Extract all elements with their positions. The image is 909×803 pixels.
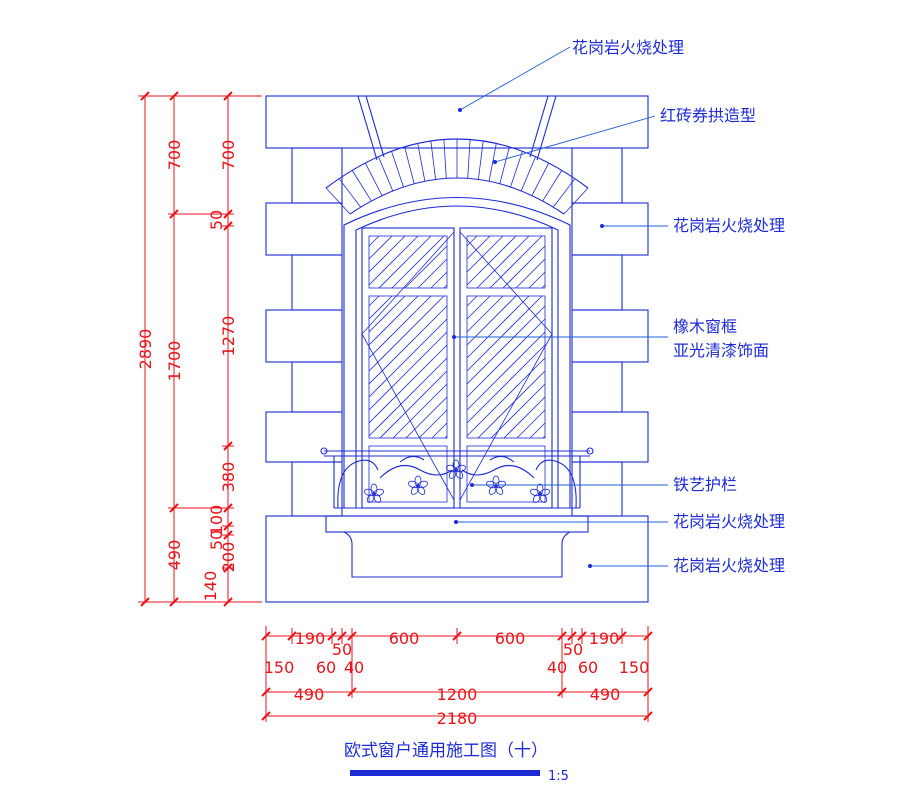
- callout-sill-granite: 花岗岩火烧处理: [673, 512, 785, 531]
- dim-row3-1: 1200: [437, 685, 478, 704]
- callouts: 花岗岩火烧处理 红砖券拱造型 花岗岩火烧处理 橡木窗框 亚光清漆饰面 铁艺护栏 …: [452, 38, 785, 575]
- callout-brick-arch: 红砖券拱造型: [660, 106, 756, 125]
- brick-arch: [325, 138, 589, 215]
- dim-1700: 1700: [165, 341, 184, 382]
- dim-140: 140: [201, 571, 220, 602]
- callout-frame-line2: 亚光清漆饰面: [673, 341, 769, 360]
- drawing-scale: 1:5: [548, 769, 569, 784]
- iron-railing: [320, 447, 594, 509]
- dim-row2-3: 40: [547, 658, 567, 677]
- dim-700-mid: 700: [165, 140, 184, 171]
- callout-frame-line1: 橡木窗框: [673, 317, 737, 336]
- title-underline: [350, 770, 540, 776]
- dim-row2-4: 60: [578, 658, 598, 677]
- dim-row2-5: 150: [619, 658, 650, 677]
- dim-row2-1: 60: [316, 658, 336, 677]
- dim-1270: 1270: [219, 316, 238, 357]
- window-sill: [325, 515, 589, 578]
- dim-row3-0: 490: [294, 685, 325, 704]
- dim-row1-3: 600: [495, 629, 526, 648]
- dim-490-mid: 490: [165, 540, 184, 571]
- dim-50-a: 50: [207, 210, 226, 230]
- title-block: 欧式窗户通用施工图（十） 1:5: [344, 741, 569, 784]
- dim-row3-2: 490: [590, 685, 621, 704]
- dim-50-b: 50: [207, 530, 226, 550]
- callout-top-granite: 花岗岩火烧处理: [572, 38, 684, 57]
- oak-window-frame: [343, 196, 571, 509]
- glass-hatching: [368, 235, 546, 439]
- dim-100: 100: [207, 505, 226, 536]
- dim-200: 200: [219, 542, 238, 573]
- drawing-title: 欧式窗户通用施工图（十）: [344, 741, 548, 761]
- dim-row1-5: 190: [589, 629, 620, 648]
- dim-380: 380: [219, 462, 238, 493]
- dim-row4: 2180: [437, 709, 478, 728]
- dim-row1-2: 600: [389, 629, 420, 648]
- dim-row1-1: 50: [332, 640, 352, 659]
- dim-row1-0: 190: [295, 629, 326, 648]
- bottom-dimensions: 190 50 600 600 50 190 150 60 40 40 60 15…: [261, 626, 653, 728]
- base-granite-block: [265, 515, 649, 603]
- callout-side-granite: 花岗岩火烧处理: [673, 216, 785, 235]
- dim-row2-0: 150: [264, 658, 295, 677]
- dim-700-inner: 700: [219, 140, 238, 171]
- left-dimensions: 2890 700 1700 490 700 50 1270 380 100 50…: [136, 91, 262, 607]
- callout-base-granite: 花岗岩火烧处理: [673, 556, 785, 575]
- dim-row1-4: 50: [563, 640, 583, 659]
- dim-2890: 2890: [136, 329, 155, 370]
- callout-railing: 铁艺护栏: [673, 475, 737, 494]
- railing-flowers: [363, 459, 551, 503]
- dim-row2-2: 40: [344, 658, 364, 677]
